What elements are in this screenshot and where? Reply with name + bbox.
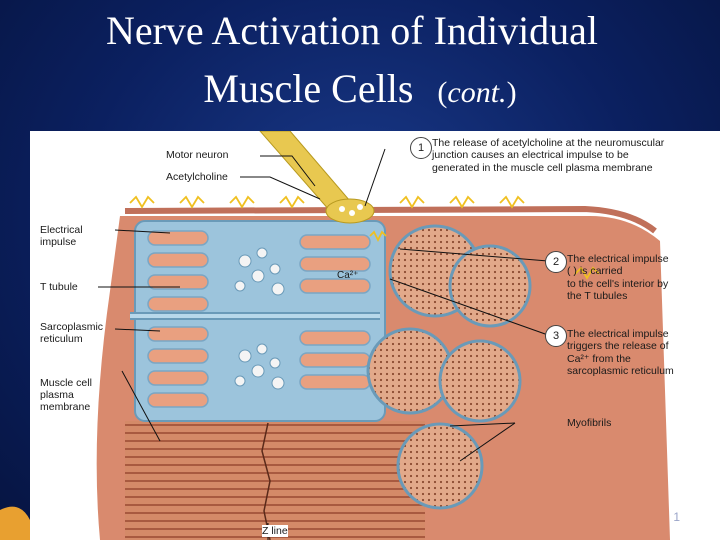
corner-decoration — [0, 506, 30, 540]
label-t-tubule: T tubule — [40, 281, 78, 293]
step-3-text: The electrical impulse triggers the rele… — [567, 328, 674, 377]
step-2-text: The electrical impulse ( ) is carried to… — [567, 253, 669, 302]
title-paren-open: ( — [437, 76, 448, 109]
motor-neuron-shape — [259, 131, 351, 212]
myofibril-cross-sections — [366, 224, 532, 510]
step-2-badge: 2 — [545, 251, 567, 273]
diagram-panel: Motor neuron Acetylcholine Electrical im… — [30, 131, 720, 540]
label-plasma-membrane: Muscle cell plasma membrane — [40, 377, 92, 413]
title-paren-close: ) — [506, 76, 517, 109]
step-1-badge: 1 — [410, 137, 432, 159]
page-number: 1 — [673, 510, 680, 524]
label-z-line: Z line — [262, 525, 288, 537]
label-myofibrils: Myofibrils — [567, 417, 612, 429]
title-cont: cont. — [447, 76, 507, 109]
label-motor-neuron: Motor neuron — [166, 149, 229, 161]
muscle-cell-illustration — [96, 131, 670, 540]
title-main: Muscle Cells — [203, 66, 414, 111]
striated-fibers — [125, 421, 425, 540]
label-sarcoplasmic-reticulum: Sarcoplasmic reticulum — [40, 321, 104, 345]
label-electrical-impulse: Electrical impulse — [40, 224, 83, 248]
step-1-text: The release of acetylcholine at the neur… — [432, 137, 665, 174]
slide-title-line1: Nerve Activation of Individual — [105, 8, 599, 53]
label-ca: Ca²⁺ — [337, 270, 359, 281]
leader-lines — [98, 148, 549, 540]
impulse-zigzags — [129, 195, 600, 280]
label-acetylcholine: Acetylcholine — [166, 171, 228, 183]
slide-title-line2: Muscle Cells (cont.) — [0, 66, 720, 116]
step-3-badge: 3 — [545, 325, 567, 347]
